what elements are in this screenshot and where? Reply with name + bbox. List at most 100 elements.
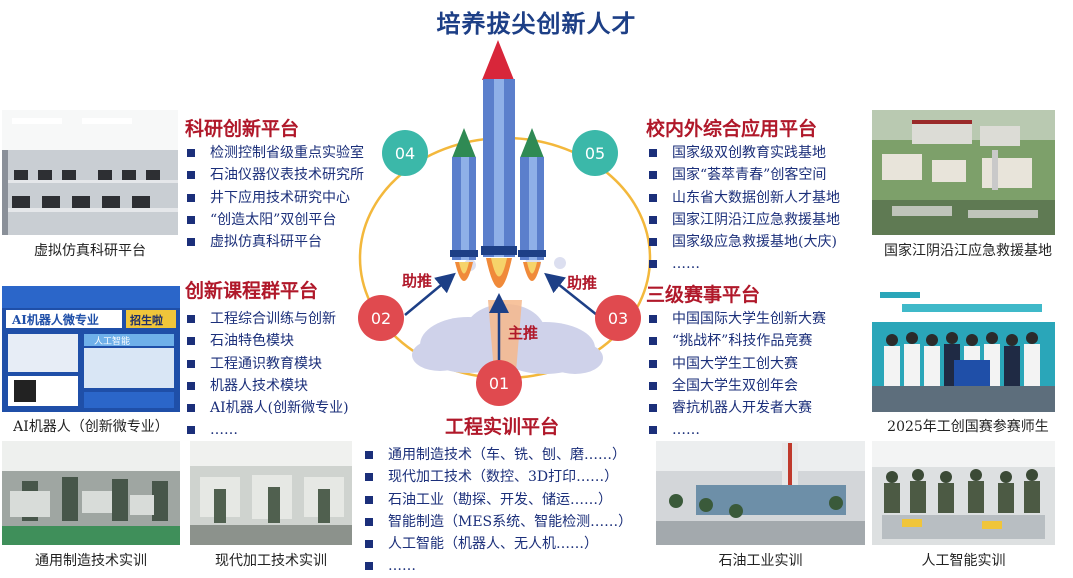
list-item: 国家级应急救援基地(大庆)	[648, 231, 840, 253]
left-booster	[450, 128, 478, 281]
page-title: 培养拔尖创新人才	[436, 9, 637, 38]
photo-virtual-lab	[2, 110, 178, 235]
caption-petroleum: 石油工业实训	[718, 553, 803, 569]
list-item: “挑战杯”科技作品竞赛	[648, 330, 826, 352]
bullet-icon	[365, 451, 373, 459]
list-item: 国家级双创教育实践基地	[648, 142, 840, 164]
arrow-assist-right	[544, 272, 598, 316]
bullet-icon	[187, 337, 195, 346]
list-item: 井下应用技术研究中心	[186, 187, 364, 209]
main-exhaust	[488, 300, 522, 372]
caption-team-2025: 2025年工创国赛参赛师生	[887, 419, 1049, 435]
main-rocket	[481, 40, 517, 288]
bullet-icon	[649, 215, 657, 224]
research-list: 检测控制省级重点实验室 石油仪器仪表技术研究所 井下应用技术研究中心 “创造太阳…	[186, 142, 364, 253]
bullet-icon	[649, 359, 657, 368]
bullet-icon	[649, 337, 657, 346]
bullet-icon	[187, 215, 195, 224]
label-assist-left: 助推	[402, 272, 432, 290]
bullet-icon	[649, 404, 657, 413]
photo-team-2025	[872, 286, 1055, 412]
training-heading: 工程实训平台	[445, 416, 560, 438]
label-main: 主推	[508, 324, 538, 342]
circle-03: 03	[595, 295, 641, 341]
list-item: 工程通识教育模块	[186, 353, 349, 375]
photo-ai-training	[872, 441, 1055, 545]
photo-general-mfg	[2, 441, 180, 545]
application-list: 国家级双创教育实践基地 国家“荟萃青春”创客空间 山东省大数据创新人才基地 国家…	[648, 142, 840, 276]
caption-rescue-base: 国家江阴沿江应急救援基地	[884, 243, 1052, 259]
list-item: 工程综合训练与创新	[186, 308, 349, 330]
list-item: 通用制造技术（车、铣、刨、磨……）	[364, 444, 632, 466]
circle-05: 05	[572, 130, 618, 176]
bullet-icon	[649, 381, 657, 390]
application-heading: 校内外综合应用平台	[646, 118, 818, 140]
poster-sub: 人工智能	[94, 335, 130, 347]
bullet-icon	[649, 149, 657, 157]
list-item: 国家“荟萃青春”创客空间	[648, 164, 840, 186]
circle-01-label: 01	[489, 374, 509, 393]
list-item: 虚拟仿真科研平台	[186, 231, 364, 253]
list-item: 石油仪器仪表技术研究所	[186, 164, 364, 186]
bullet-icon	[649, 260, 657, 269]
bullet-icon	[649, 426, 657, 435]
caption-ai-training: 人工智能实训	[921, 553, 1006, 569]
bullet-icon	[187, 359, 195, 368]
list-item: 人工智能（机器人、无人机……）	[364, 533, 632, 555]
photo-rescue-base	[872, 110, 1055, 235]
list-item: ……	[648, 419, 826, 441]
circle-03-label: 03	[608, 309, 628, 328]
list-item: 机器人技术模块	[186, 375, 349, 397]
bullet-icon	[649, 238, 657, 247]
list-item: ……	[364, 555, 632, 577]
bullet-icon	[187, 149, 195, 157]
bullet-icon	[187, 171, 195, 180]
bullet-icon	[649, 193, 657, 202]
photo-modern-proc	[190, 441, 352, 545]
research-heading: 科研创新平台	[185, 118, 300, 140]
list-item: 国家江阴沿江应急救援基地	[648, 209, 840, 231]
list-item: 山东省大数据创新人才基地	[648, 187, 840, 209]
photo-petroleum	[656, 441, 865, 545]
list-item: 全国大学生双创年会	[648, 375, 826, 397]
bullet-icon	[187, 315, 195, 323]
caption-virtual-lab: 虚拟仿真科研平台	[34, 243, 146, 259]
bullet-icon	[649, 315, 657, 323]
bullet-icon	[365, 517, 373, 526]
bullet-icon	[187, 426, 195, 435]
bullet-icon	[365, 473, 373, 482]
bullet-icon	[365, 562, 373, 571]
poster-title: AI机器人微专业	[11, 312, 99, 327]
competition-heading: 三级赛事平台	[646, 284, 761, 306]
circle-04-label: 04	[395, 144, 415, 163]
list-item: 睿抗机器人开发者大赛	[648, 397, 826, 419]
bullet-icon	[365, 540, 373, 549]
bullet-icon	[187, 193, 195, 202]
list-item: AI机器人(创新微专业)	[186, 397, 349, 419]
arrow-assist-left	[404, 272, 456, 316]
circle-05-label: 05	[585, 144, 605, 163]
poster-tag: 招生啦	[130, 313, 163, 327]
bullet-icon	[187, 404, 195, 413]
bullet-icon	[187, 238, 195, 247]
list-item: ……	[648, 253, 840, 275]
list-item: 石油特色模块	[186, 330, 349, 352]
right-booster	[518, 128, 546, 281]
caption-general-mfg: 通用制造技术实训	[35, 553, 147, 569]
bullet-icon	[649, 171, 657, 180]
competition-list: 中国国际大学生创新大赛 “挑战杯”科技作品竞赛 中国大学生工创大赛 全国大学生双…	[648, 308, 826, 442]
circle-01: 01	[476, 360, 522, 406]
list-item: 现代加工技术（数控、3D打印……）	[364, 466, 632, 488]
list-item: “创造太阳”双创平台	[186, 209, 364, 231]
list-item: 中国大学生工创大赛	[648, 353, 826, 375]
bullet-icon	[187, 381, 195, 390]
circle-02-label: 02	[371, 309, 391, 328]
photo-ai-poster: AI机器人微专业 招生啦 人工智能	[2, 286, 180, 412]
training-list: 通用制造技术（车、铣、刨、磨……） 现代加工技术（数控、3D打印……） 石油工业…	[364, 444, 632, 578]
circle-02: 02	[358, 295, 404, 341]
rocket-diagram: 助推 助推 主推 04 05 02 03 01	[358, 40, 652, 406]
course-heading: 创新课程群平台	[185, 280, 319, 302]
list-item: 检测控制省级重点实验室	[186, 142, 364, 164]
circle-04: 04	[382, 130, 428, 176]
course-list: 工程综合训练与创新 石油特色模块 工程通识教育模块 机器人技术模块 AI机器人(…	[186, 308, 349, 442]
